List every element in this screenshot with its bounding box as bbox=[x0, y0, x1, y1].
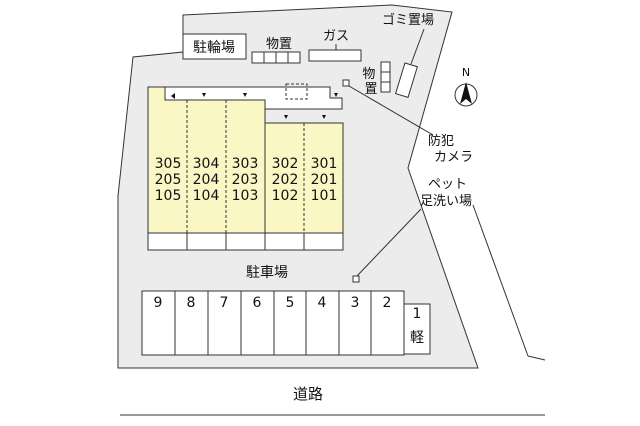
unit-number: 201 bbox=[311, 172, 338, 188]
parking-number: 8 bbox=[187, 295, 196, 311]
boundary-line bbox=[527, 355, 546, 361]
parking-number: 3 bbox=[351, 295, 360, 311]
corridor-arrows bbox=[202, 93, 338, 119]
gas-box bbox=[308, 49, 362, 62]
bicycle-parking-box bbox=[182, 33, 247, 60]
balcony-dividers bbox=[186, 233, 305, 250]
unit-number: 101 bbox=[311, 188, 338, 204]
north-label: N bbox=[462, 66, 470, 79]
pet-wash-label-line: ペット bbox=[428, 177, 467, 192]
pet-wash-leader bbox=[356, 208, 422, 277]
storage-top-label: 物置 bbox=[266, 37, 292, 52]
storage-top-units bbox=[251, 51, 301, 64]
parking-number: 9 bbox=[154, 295, 163, 311]
unit-number: 104 bbox=[193, 188, 220, 204]
unit-number: 205 bbox=[155, 172, 182, 188]
unit-number: 301 bbox=[311, 156, 338, 172]
parking-number: 6 bbox=[253, 295, 262, 311]
parking-lot-label: 駐車場 bbox=[246, 264, 288, 281]
camera-label-line: 防犯 bbox=[428, 133, 454, 149]
unit-number: 202 bbox=[272, 172, 299, 188]
parking-number: 2 bbox=[383, 295, 392, 311]
parking-space-kei bbox=[403, 303, 431, 355]
camera-label-line: カメラ bbox=[434, 150, 473, 165]
unit-number: 103 bbox=[232, 188, 259, 204]
unit-col: 302 202 102 bbox=[272, 156, 299, 204]
garbage-leader bbox=[410, 28, 425, 65]
parking-number: 7 bbox=[220, 295, 229, 311]
parking-area bbox=[141, 290, 405, 356]
storage-side-units bbox=[380, 61, 391, 93]
parking-dividers bbox=[174, 291, 372, 355]
unit-number: 203 bbox=[232, 172, 259, 188]
pet-wash-label: ペット 足洗い場 bbox=[420, 177, 472, 209]
north-arrow-icon bbox=[460, 82, 472, 104]
unit-number: 303 bbox=[232, 156, 259, 172]
camera-label: 防犯 カメラ bbox=[428, 133, 473, 165]
unit-number: 304 bbox=[193, 156, 220, 172]
unit-col: 305 205 105 bbox=[155, 156, 182, 204]
storage-side-char: 置 bbox=[364, 82, 377, 97]
gas-label: ガス bbox=[323, 29, 349, 44]
garbage-box bbox=[394, 62, 418, 98]
unit-col: 304 204 104 bbox=[193, 156, 220, 204]
parking-number: 1 bbox=[413, 306, 422, 322]
pet-wash-label-line: 足洗い場 bbox=[420, 194, 472, 209]
parking-kei-label: 軽 bbox=[410, 330, 424, 346]
unit-col: 303 203 103 bbox=[232, 156, 259, 204]
corridor-arrow-icon bbox=[171, 93, 175, 99]
garbage-label: ゴミ置場 bbox=[382, 12, 434, 28]
unit-number: 305 bbox=[155, 156, 182, 172]
unit-number: 302 bbox=[272, 156, 299, 172]
bicycle-parking-label: 駐輪場 bbox=[193, 39, 235, 56]
pet-wash-icon bbox=[352, 275, 360, 283]
stair-area bbox=[285, 83, 308, 100]
parking-number: 5 bbox=[286, 295, 295, 311]
unit-dividers bbox=[186, 100, 305, 233]
road-label: 道路 bbox=[293, 385, 323, 403]
unit-number: 102 bbox=[272, 188, 299, 204]
storage-side-label: 物 置 bbox=[362, 67, 379, 97]
balcony-strip bbox=[147, 232, 344, 251]
parking-number: 4 bbox=[318, 295, 327, 311]
camera-icon bbox=[342, 79, 350, 87]
unit-number: 105 bbox=[155, 188, 182, 204]
unit-col: 301 201 101 bbox=[311, 156, 338, 204]
unit-number: 204 bbox=[193, 172, 220, 188]
camera-leader bbox=[348, 85, 434, 136]
storage-side-char: 物 bbox=[362, 67, 375, 82]
boundary-line bbox=[472, 204, 529, 357]
